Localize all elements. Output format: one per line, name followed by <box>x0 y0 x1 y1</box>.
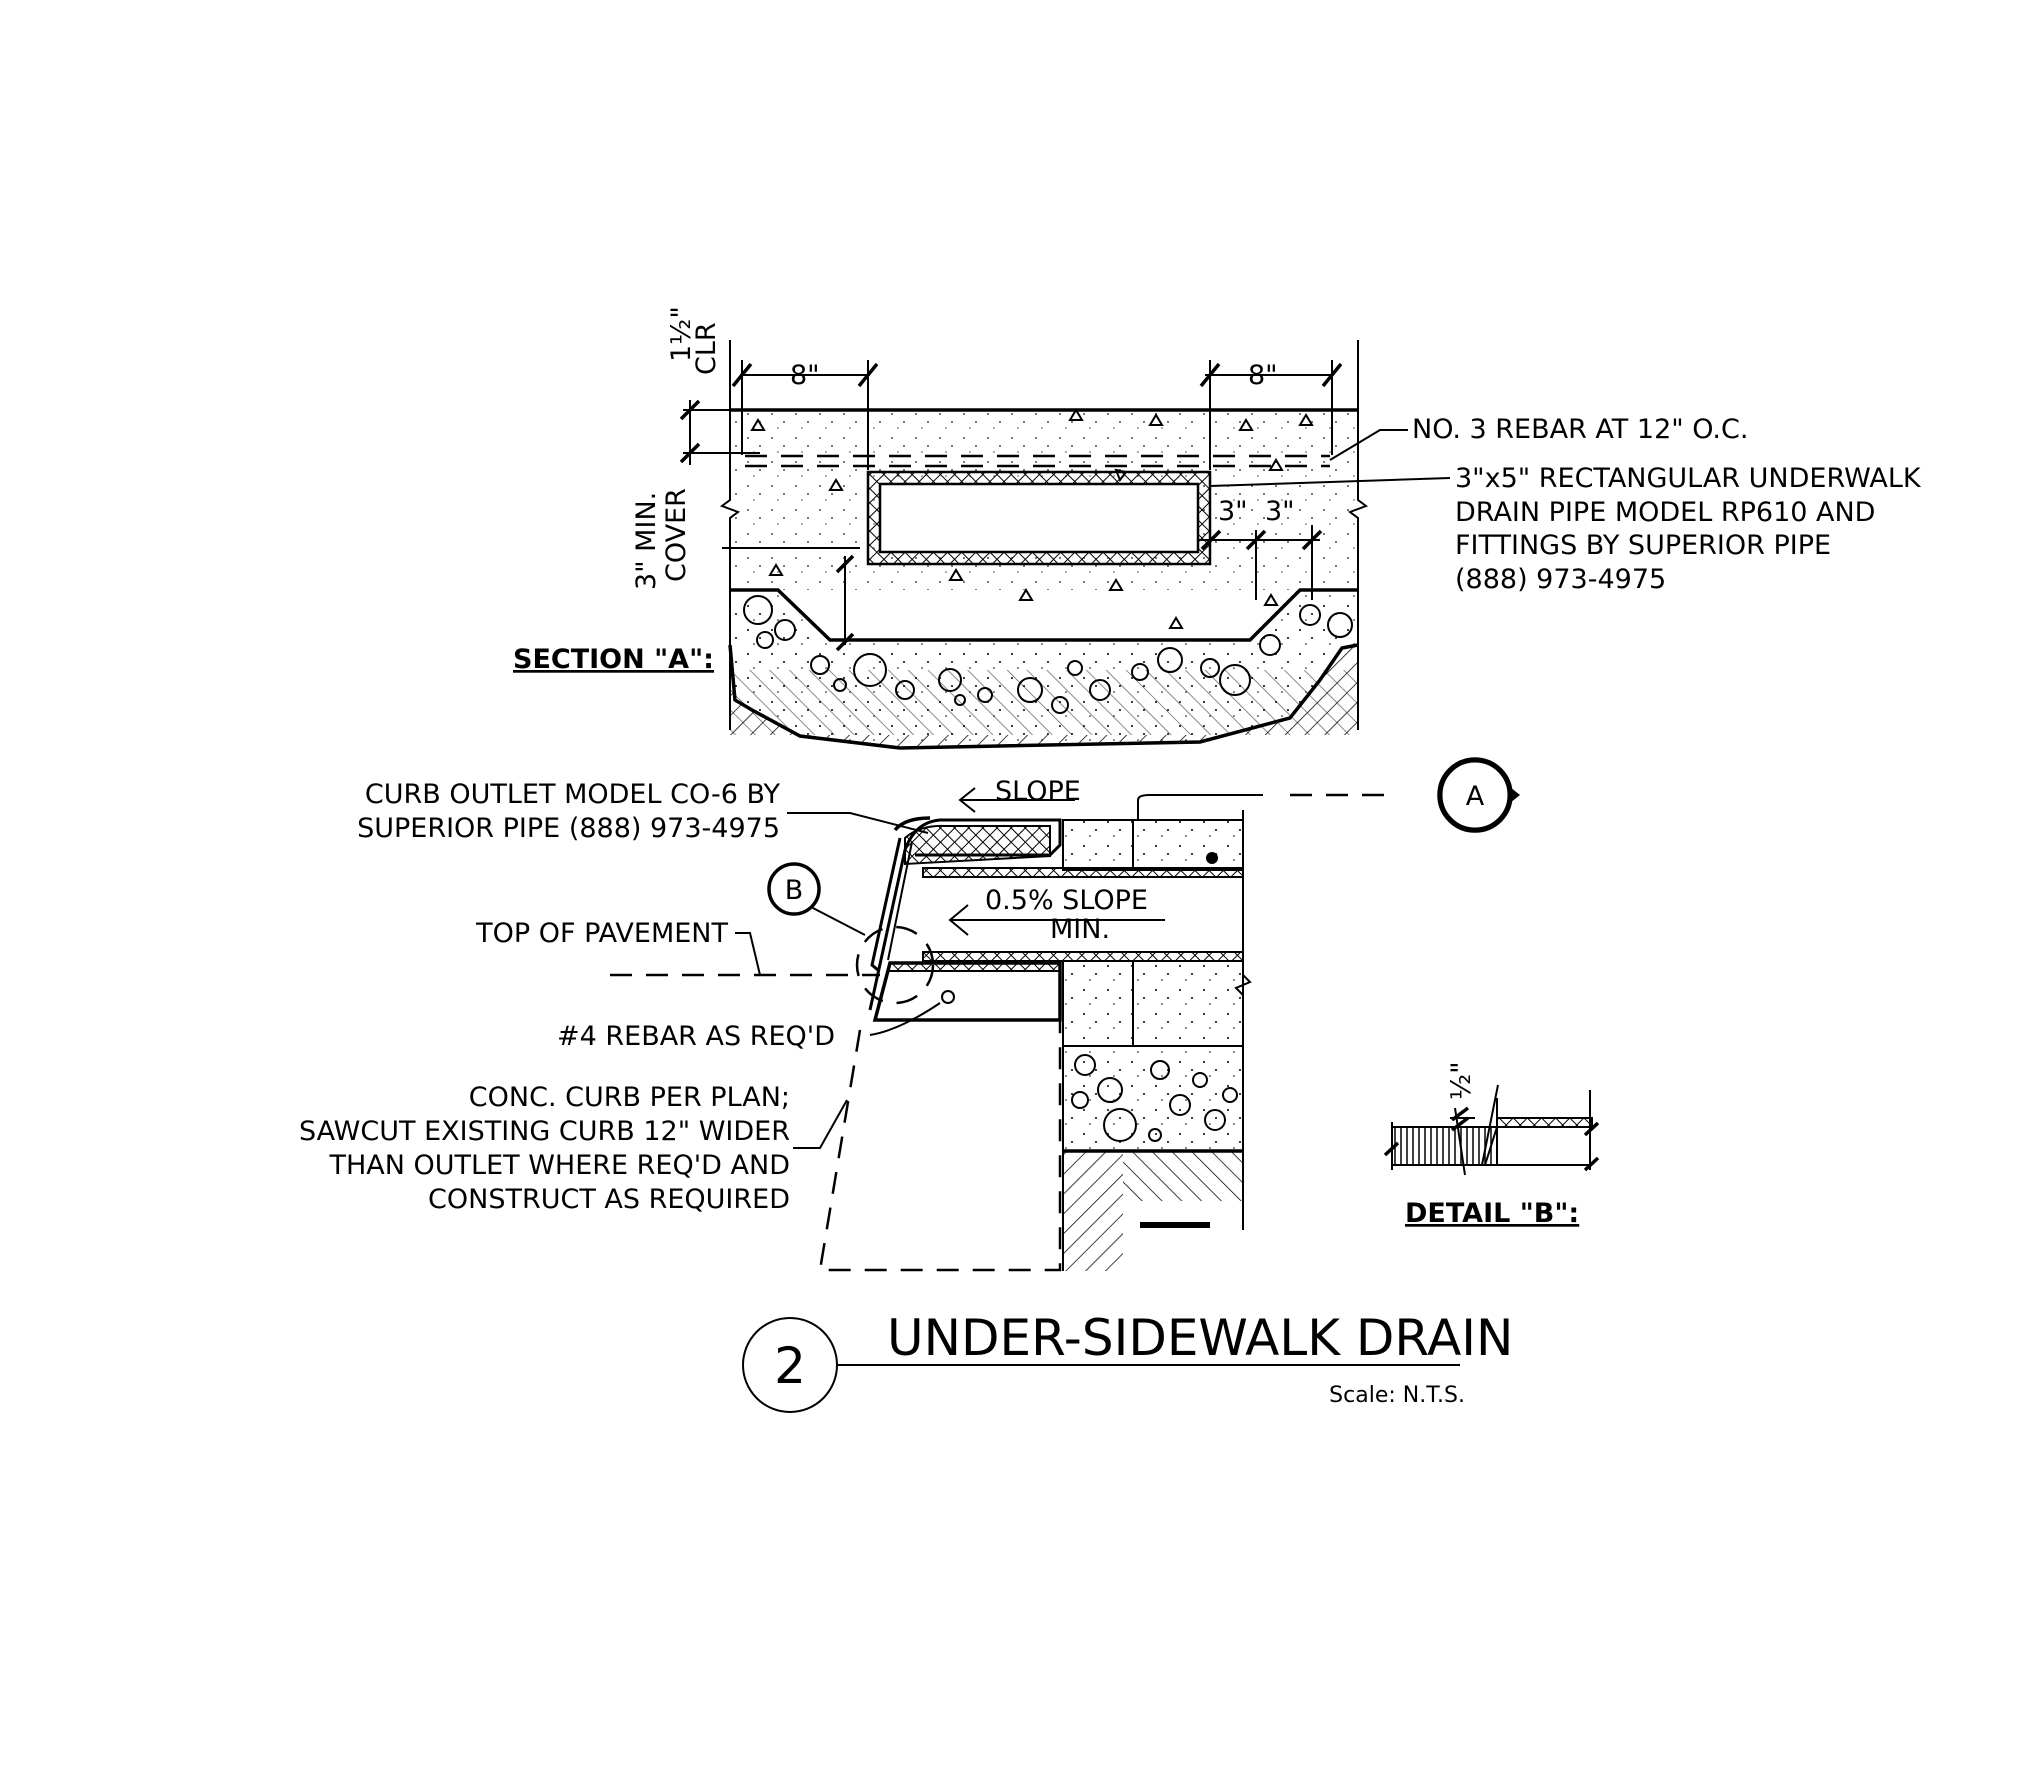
detail-b-marker-label: B <box>785 875 804 906</box>
drawing-title: UNDER-SIDEWALK DRAIN <box>887 1309 1513 1367</box>
slope-label-min: MIN. <box>1050 914 1110 945</box>
slope-label-main: 0.5% SLOPE <box>985 885 1148 916</box>
curb-note-2: SAWCUT EXISTING CURB 12" WIDER <box>299 1116 790 1147</box>
section-a-drawing <box>679 340 1451 750</box>
curb-note-1: CONC. CURB PER PLAN; <box>469 1082 790 1113</box>
title-block <box>742 1317 1460 1413</box>
curb-outlet-note-2: SUPERIOR PIPE (888) 973-4975 <box>357 813 780 844</box>
scale-label: Scale: N.T.S. <box>1329 1383 1465 1408</box>
detail-b-marker <box>767 862 821 916</box>
slope-label-top: SLOPE <box>995 776 1081 807</box>
section-a-heading: SECTION "A": <box>513 644 714 675</box>
detail-number: 2 <box>774 1337 806 1395</box>
dim-8-right: 8" <box>1248 360 1278 391</box>
dim-8-left: 8" <box>790 360 820 391</box>
cover-label-2: COVER <box>661 488 692 582</box>
gravel-circles <box>743 595 1353 714</box>
aggregate-marks <box>750 408 1314 629</box>
dim-3-a: 3" <box>1218 496 1248 527</box>
curb-note-4: CONSTRUCT AS REQUIRED <box>428 1184 790 1215</box>
curb-outlet-note-1: CURB OUTLET MODEL CO-6 BY <box>365 779 781 810</box>
detail-b-heading: DETAIL "B": <box>1405 1198 1579 1229</box>
clear-dim-label: CLR <box>691 322 722 375</box>
pipe-note-1: 3"x5" RECTANGULAR UNDERWALK <box>1455 463 1922 494</box>
detail-b-drawing <box>1383 1084 1600 1176</box>
elevation-gravel <box>1071 1054 1238 1142</box>
section-a-marker-label: A <box>1466 781 1485 812</box>
curb-note-3: THAN OUTLET WHERE REQ'D AND <box>328 1150 790 1181</box>
clear-dim-fraction: 1½" <box>666 306 697 362</box>
rebar-note: NO. 3 REBAR AT 12" O.C. <box>1412 414 1748 445</box>
rebar-label: #4 REBAR AS REQ'D <box>557 1021 835 1052</box>
pipe-note-4: (888) 973-4975 <box>1455 564 1666 595</box>
dim-3-b: 3" <box>1265 496 1295 527</box>
detail-b-dim: ½" <box>1446 1061 1477 1100</box>
pipe-note-3: FITTINGS BY SUPERIOR PIPE <box>1455 530 1831 561</box>
cover-label-1: 3" MIN. <box>631 492 662 590</box>
pavement-label: TOP OF PAVEMENT <box>475 918 728 949</box>
curb-elevation-drawing <box>610 757 1520 1272</box>
pipe-note-2: DRAIN PIPE MODEL RP610 AND <box>1455 497 1875 528</box>
